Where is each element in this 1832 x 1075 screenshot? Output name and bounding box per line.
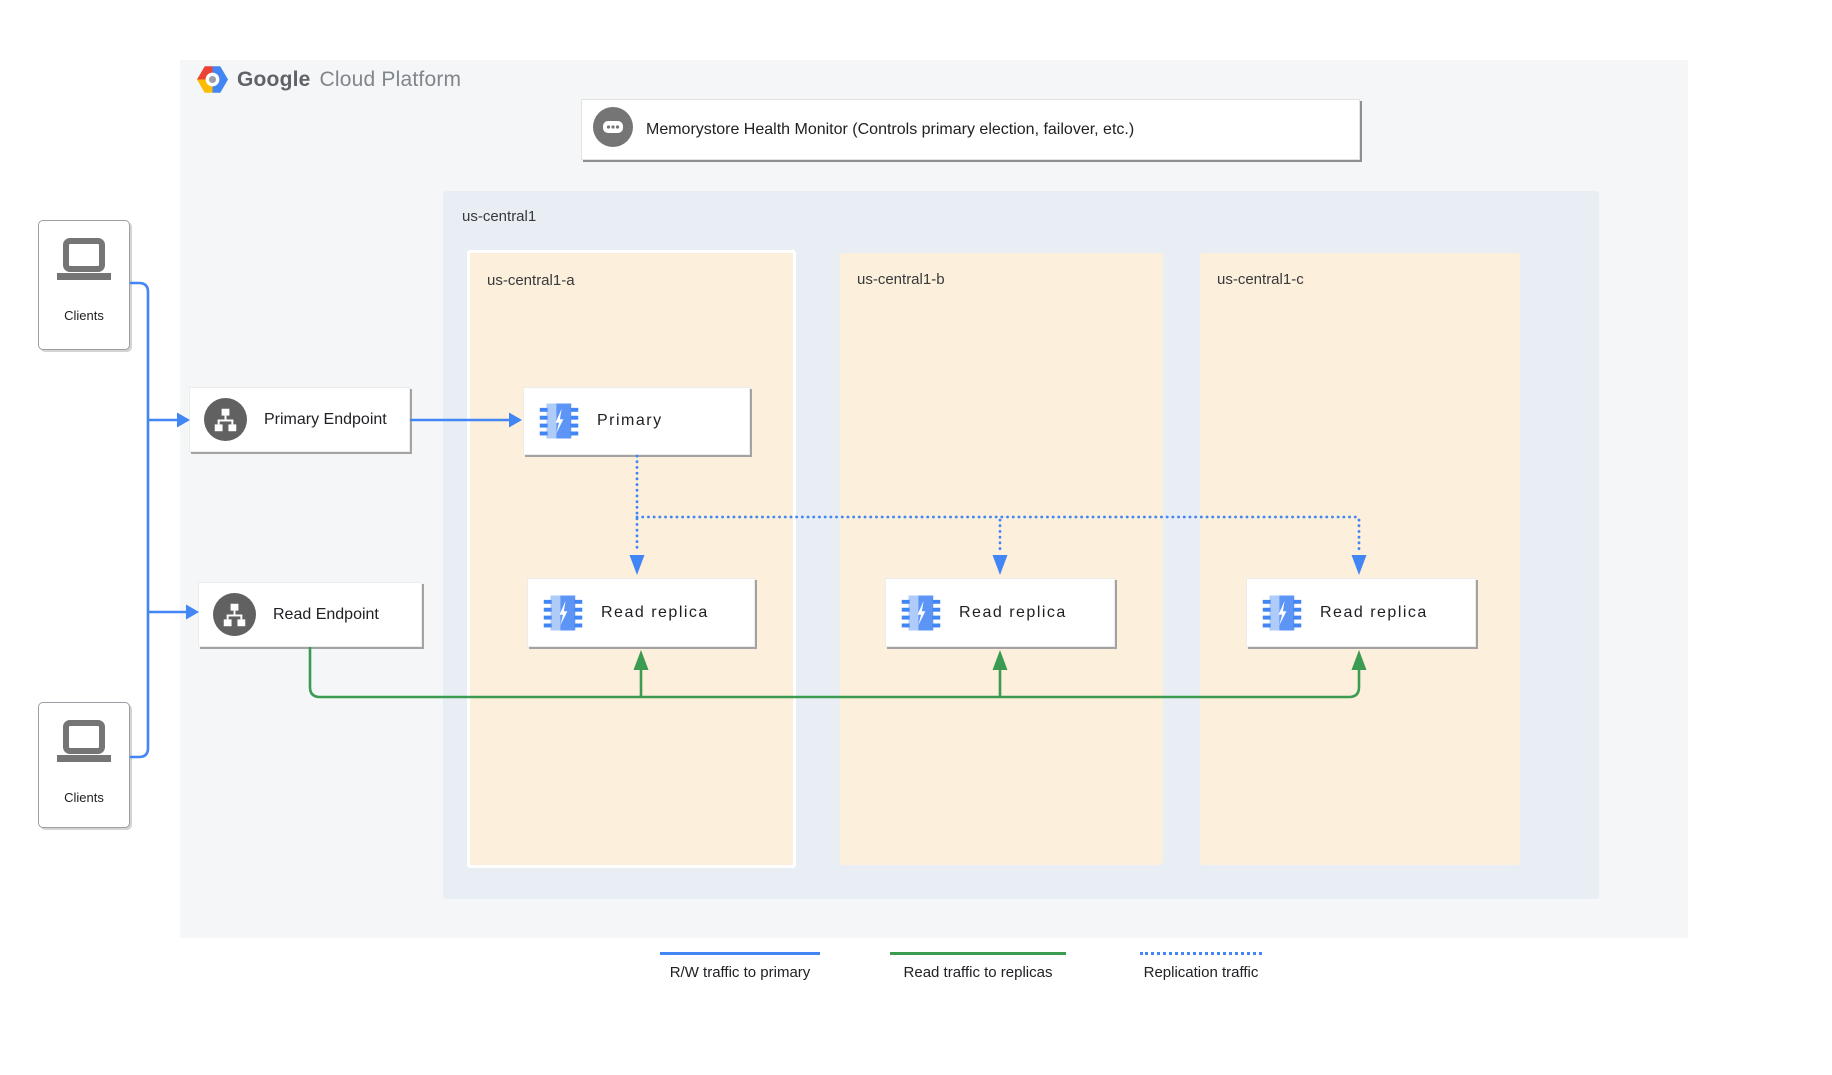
memorystore-icon bbox=[542, 590, 584, 636]
legend-replication-traffic: Replication traffic bbox=[1126, 952, 1276, 981]
read-replica-label: Read replica bbox=[601, 603, 709, 621]
zone-c-label: us-central1-c bbox=[1217, 271, 1304, 288]
laptop-icon bbox=[53, 237, 115, 294]
read-endpoint-label: Read Endpoint bbox=[273, 605, 379, 623]
chat-ellipsis-icon bbox=[593, 107, 633, 152]
network-sitemap-icon bbox=[204, 398, 247, 441]
primary-endpoint-label: Primary Endpoint bbox=[264, 410, 387, 428]
legend-read-traffic: Read traffic to replicas bbox=[880, 952, 1076, 981]
primary-endpoint-node: Primary Endpoint bbox=[189, 387, 410, 452]
gcp-logo-suffix: Cloud Platform bbox=[319, 67, 462, 91]
read-replica-node-b: Read replica bbox=[885, 578, 1115, 647]
legend-label: Replication traffic bbox=[1143, 964, 1259, 981]
gcp-logo: Google Cloud Platform bbox=[197, 66, 461, 93]
memorystore-icon bbox=[538, 398, 580, 444]
zone-us-central1-c bbox=[1200, 253, 1520, 865]
legend-blue-line-swatch bbox=[660, 952, 820, 955]
zone-us-central1-a bbox=[467, 250, 796, 868]
read-endpoint-node: Read Endpoint bbox=[198, 582, 422, 647]
health-monitor-box: Memorystore Health Monitor (Controls pri… bbox=[581, 99, 1360, 160]
clients-label: Clients bbox=[64, 308, 104, 323]
region-label: us-central1 bbox=[462, 208, 537, 225]
clients-box-bottom: Clients bbox=[38, 702, 130, 828]
client-trunk-line bbox=[130, 281, 150, 759]
clients-box-top: Clients bbox=[38, 220, 130, 350]
zone-b-label: us-central1-b bbox=[857, 271, 945, 288]
gcp-logo-brand: Google bbox=[237, 67, 311, 91]
clients-label: Clients bbox=[64, 790, 104, 805]
gcp-hexagon-icon bbox=[197, 66, 228, 93]
memorystore-icon bbox=[1261, 590, 1303, 636]
primary-node: Primary bbox=[523, 387, 750, 455]
primary-node-label: Primary bbox=[597, 412, 663, 429]
laptop-icon bbox=[53, 719, 115, 776]
read-replica-label: Read replica bbox=[1320, 603, 1428, 621]
zone-a-label: us-central1-a bbox=[487, 272, 575, 289]
legend-label: Read traffic to replicas bbox=[903, 964, 1053, 981]
read-replica-node-a: Read replica bbox=[527, 578, 755, 647]
read-replica-label: Read replica bbox=[959, 603, 1067, 621]
read-replica-node-c: Read replica bbox=[1246, 578, 1476, 647]
legend-green-line-swatch bbox=[890, 952, 1066, 955]
network-sitemap-icon bbox=[213, 593, 256, 636]
health-monitor-label: Memorystore Health Monitor (Controls pri… bbox=[646, 120, 1135, 138]
legend-dotted-line-swatch bbox=[1140, 952, 1262, 955]
legend-rw-traffic: R/W traffic to primary bbox=[655, 952, 825, 981]
memorystore-icon bbox=[900, 590, 942, 636]
zone-us-central1-b bbox=[840, 253, 1163, 865]
legend-label: R/W traffic to primary bbox=[669, 964, 811, 981]
